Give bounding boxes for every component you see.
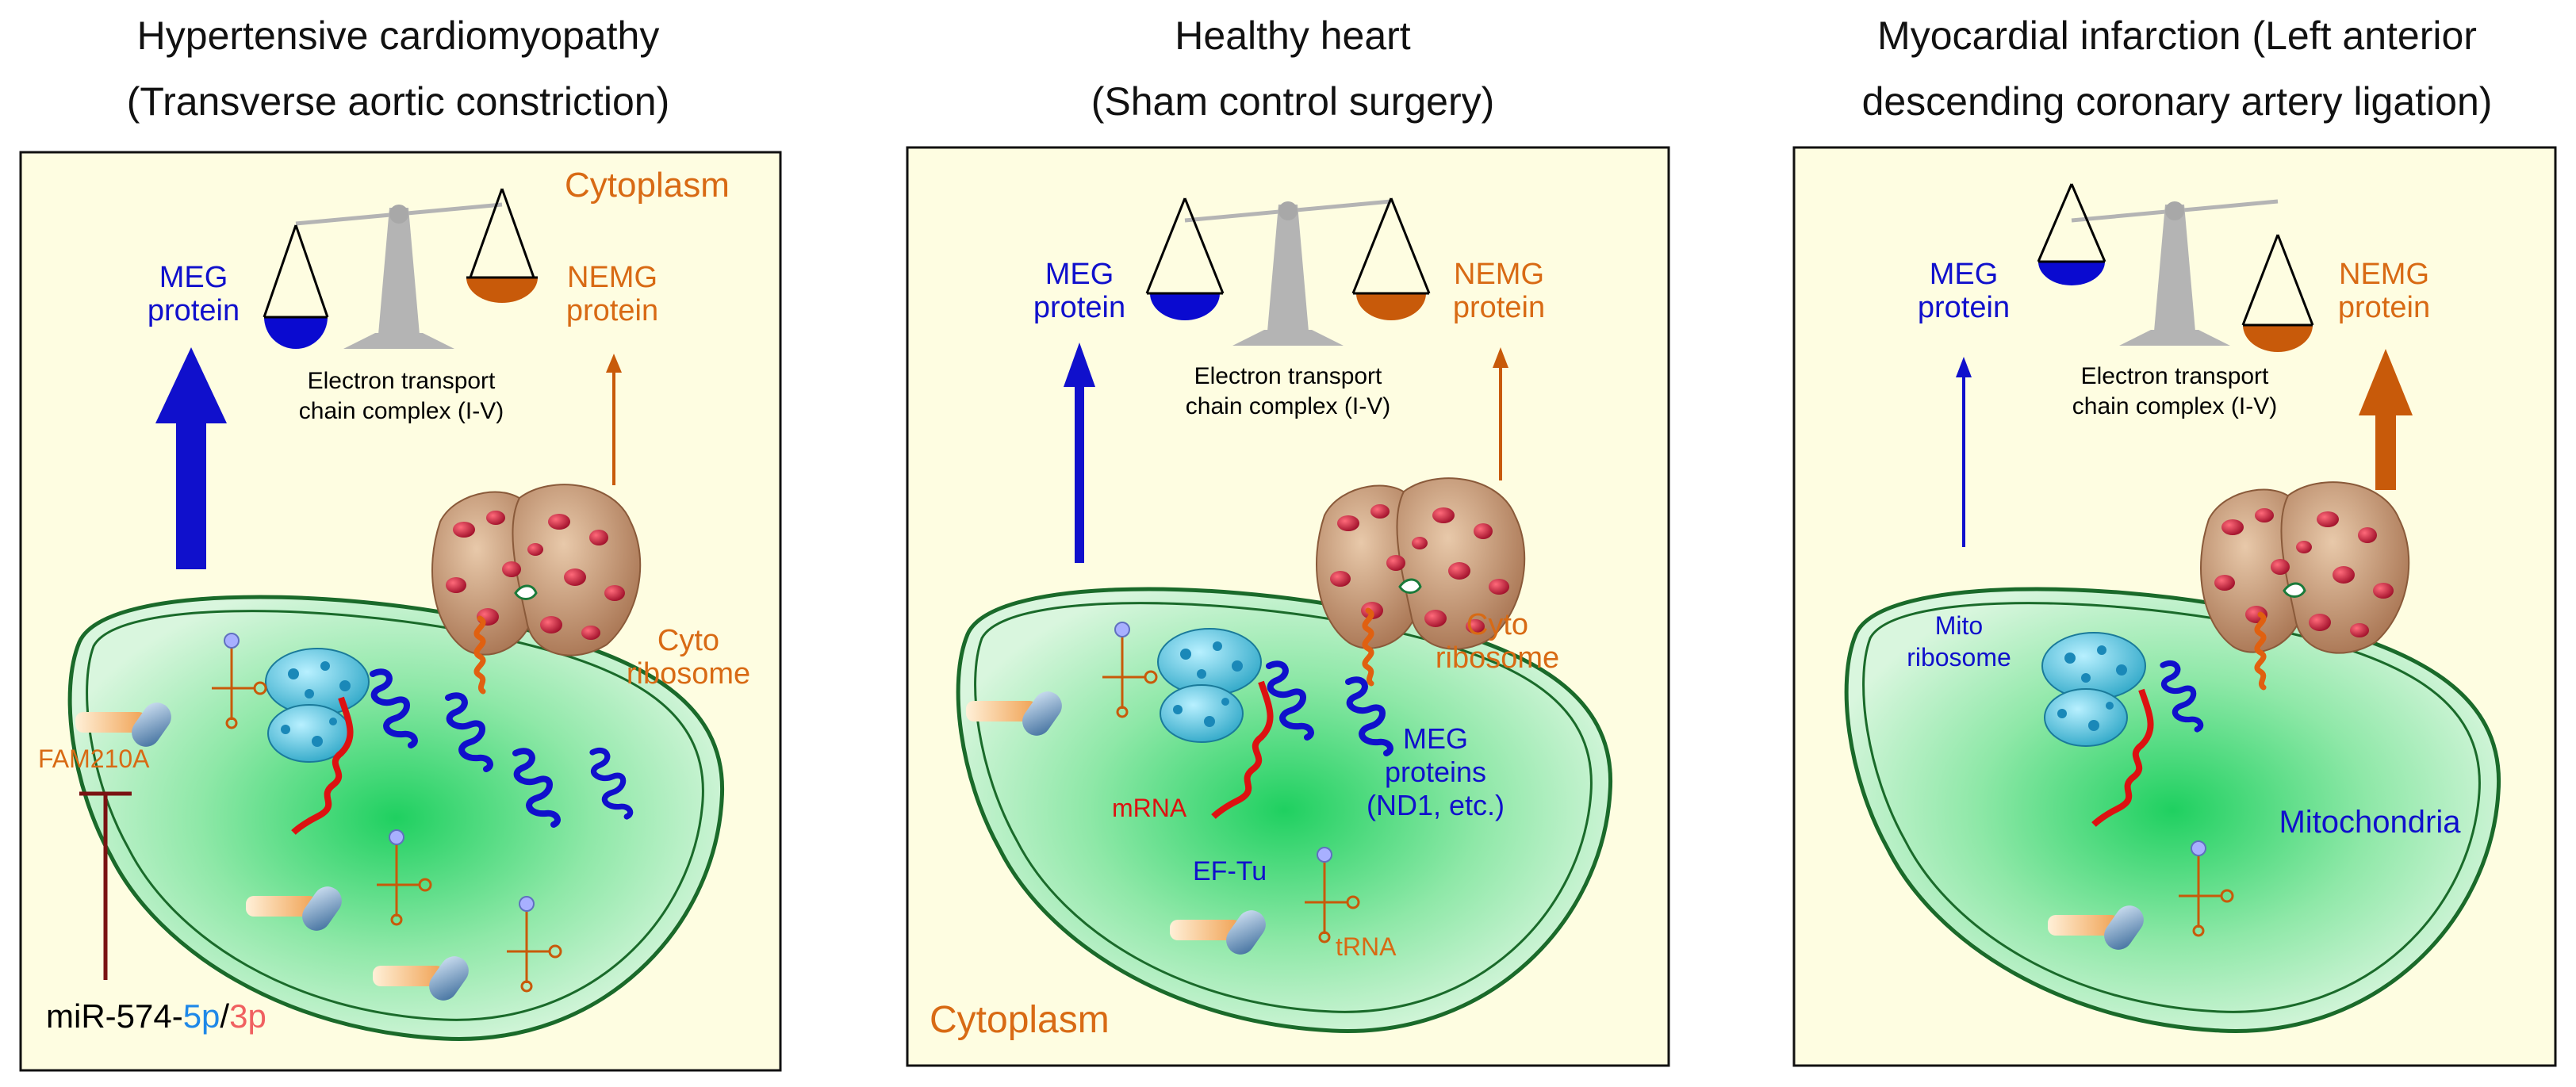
panel1-cyto-label-line2: ribosome xyxy=(627,657,750,691)
cyto-ribosome-icon xyxy=(2199,480,2410,655)
mrna-strand-icon xyxy=(2091,688,2154,827)
mir-574-label: miR-574-5p/3p xyxy=(46,997,266,1035)
panel2-nemg-label-line2: protein xyxy=(1453,291,1545,324)
panel1-meg-label-line2: protein xyxy=(148,294,240,327)
panel2-mrna-label: mRNA xyxy=(1112,794,1187,822)
meg-up-arrow-icon xyxy=(1956,357,1972,547)
panel1-title-line2: (Transverse aortic constriction) xyxy=(127,79,669,124)
panel3-title-line1: Myocardial infarction (Left anterior xyxy=(1877,13,2477,58)
fam210a-label: FAM210A xyxy=(38,744,150,773)
panel-healthy: Healthy heart (Sham control surgery) MEG… xyxy=(906,13,1670,1067)
panel2-cyto-label-line2: ribosome xyxy=(1436,641,1559,675)
panel-hypertensive: Hypertensive cardiomyopathy (Transverse … xyxy=(19,13,782,1072)
panel3-etc-line2: chain complex (I-V) xyxy=(2072,393,2277,419)
panel2-meg-proteins-line1: MEG xyxy=(1403,722,1468,755)
panel3-title-line2: descending coronary artery ligation) xyxy=(1862,79,2493,124)
panel1-cyto-label-line1: Cyto xyxy=(657,624,719,657)
panel3-mitochondria-label: Mitochondria xyxy=(2279,805,2461,840)
panel3-meg-label-line1: MEG xyxy=(1930,258,1999,291)
meg-up-arrow-icon xyxy=(1064,343,1095,563)
panel2-cyto-label-line1: Cyto xyxy=(1466,608,1528,641)
panel1-etc-line2: chain complex (I-V) xyxy=(299,398,504,424)
nemg-up-arrow-icon xyxy=(1493,347,1508,480)
panel2-etc-line1: Electron transport xyxy=(1194,363,1382,389)
mir-slash: / xyxy=(220,997,229,1035)
mitochondrion-icon xyxy=(1844,587,2501,1033)
panel1-title-line1: Hypertensive cardiomyopathy xyxy=(137,13,660,58)
panel1-meg-label-line1: MEG xyxy=(159,261,228,294)
inhibition-bar-icon xyxy=(79,791,132,980)
panel2-meg-proteins-line3: (ND1, etc.) xyxy=(1367,789,1505,821)
nemg-up-arrow-icon xyxy=(606,354,622,485)
panel2-trna-label: tRNA xyxy=(1336,932,1397,961)
cyto-ribosome-icon xyxy=(431,483,642,657)
mir-prefix: miR-574- xyxy=(46,997,183,1035)
nemg-up-arrow-icon xyxy=(2359,349,2413,490)
mrna-strand-icon xyxy=(1211,680,1274,819)
panel3-mito-label-line2: ribosome xyxy=(1907,643,2011,672)
panel1-nemg-label-line2: protein xyxy=(566,294,658,327)
panel2-nemg-label-line1: NEMG xyxy=(1454,258,1544,291)
panel2-meg-label-line1: MEG xyxy=(1045,258,1114,291)
panel2-meg-label-line2: protein xyxy=(1033,291,1125,324)
panel2-cytoplasm-label: Cytoplasm xyxy=(930,999,1110,1041)
panel2-eftu-label: EF-Tu xyxy=(1193,856,1267,886)
panel3-nemg-label-line1: NEMG xyxy=(2339,258,2429,291)
panel3-mito-label-line1: Mito xyxy=(1935,611,1983,640)
panel3-nemg-label-line2: protein xyxy=(2338,291,2430,324)
panel1-etc-line1: Electron transport xyxy=(308,368,496,394)
panel3-etc-line1: Electron transport xyxy=(2081,363,2269,389)
panel-myocardial-infarction: Myocardial infarction (Left anterior des… xyxy=(1792,13,2557,1067)
panel2-title-line2: (Sham control surgery) xyxy=(1091,79,1495,124)
panel3-meg-label-line2: protein xyxy=(1918,291,2010,324)
mitochondrion-icon xyxy=(67,595,725,1041)
balance-scale-icon xyxy=(2037,183,2314,352)
panel1-cytoplasm-label: Cytoplasm xyxy=(565,166,730,205)
mir-5p: 5p xyxy=(183,997,220,1035)
mir-3p: 3p xyxy=(229,997,266,1035)
balance-scale-icon xyxy=(1145,197,1431,346)
mrna-strand-icon xyxy=(291,696,354,835)
panel2-title-line1: Healthy heart xyxy=(1175,13,1410,58)
panel1-nemg-label-line1: NEMG xyxy=(567,261,657,294)
panel2-etc-line2: chain complex (I-V) xyxy=(1186,393,1390,419)
panel2-meg-proteins-line2: proteins xyxy=(1385,756,1486,788)
meg-up-arrow-icon xyxy=(155,347,227,569)
balance-scale-icon xyxy=(263,188,538,349)
